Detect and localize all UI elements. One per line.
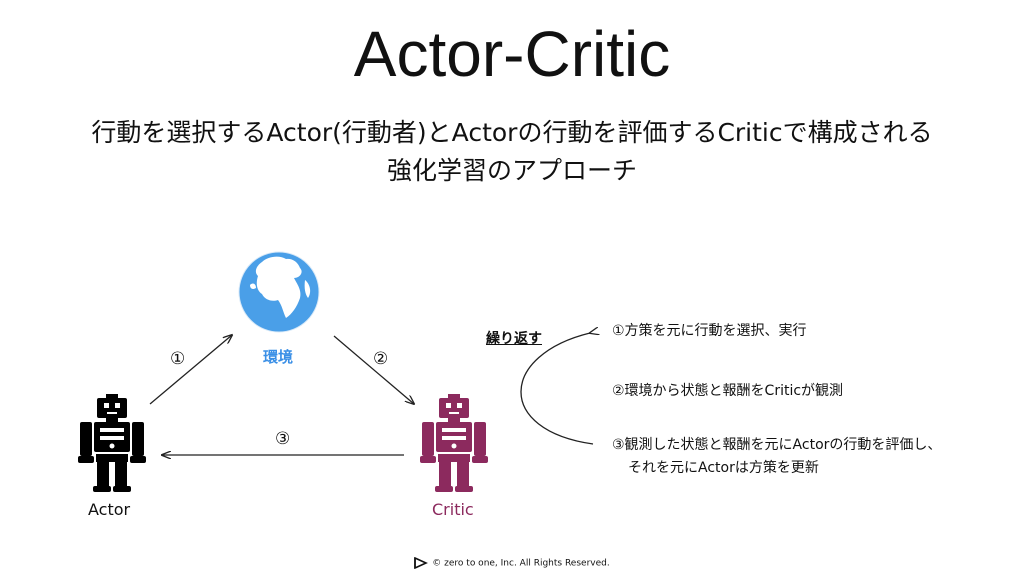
arrow-3-label: ③ — [275, 429, 291, 449]
arrow-actor-to-environment — [149, 335, 232, 405]
critic-label: Critic — [432, 500, 474, 519]
environment-label: 環境 — [263, 348, 294, 366]
step-3-text-line-1: ③観測した状態と報酬を元にActorの行動を評価し、 — [612, 437, 942, 453]
arrow-1-label: ① — [170, 349, 186, 369]
globe-icon — [238, 251, 320, 333]
step-3-text-line-2: それを元にActorは方策を更新 — [628, 460, 819, 476]
step-1-text: ①方策を元に行動を選択、実行 — [612, 323, 807, 339]
copyright-text: © zero to one, Inc. All Rights Reserved. — [432, 558, 610, 569]
step-2-text: ②環境から状態と報酬をCriticが観測 — [612, 383, 844, 399]
critic-robot-icon — [420, 394, 488, 492]
subtitle-line-1: 行動を選択するActor(行動者)とActorの行動を評価するCriticで構成… — [91, 118, 933, 147]
subtitle-line-2: 強化学習のアプローチ — [386, 156, 637, 185]
arrow-environment-to-critic — [333, 335, 414, 404]
actor-robot-icon — [78, 394, 146, 492]
zero-to-one-logo-icon — [414, 557, 429, 569]
repeat-cycle-curve — [520, 333, 593, 445]
footer: © zero to one, Inc. All Rights Reserved. — [0, 557, 1024, 569]
page-title: Actor-Critic — [353, 18, 671, 90]
repeat-label: 繰り返す — [486, 331, 542, 347]
subtitle: 行動を選択するActor(行動者)とActorの行動を評価するCriticで構成… — [0, 114, 1024, 190]
arrow-2-label: ② — [373, 349, 389, 369]
actor-label: Actor — [88, 500, 131, 519]
